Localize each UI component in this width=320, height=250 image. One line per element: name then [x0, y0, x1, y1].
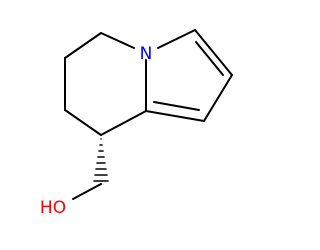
bond-n-c3 — [157, 29, 196, 49]
bond-c3-c2-inner — [195, 41, 224, 76]
hashed-wedge-bond — [93, 138, 109, 182]
bond-c3-c2 — [194, 29, 233, 76]
bond-n-c5 — [100, 32, 135, 49]
bond-c1-c8a-inner — [153, 101, 200, 111]
bond-c5-c6 — [64, 32, 102, 59]
hydroxyl-group-label: HO — [40, 198, 66, 218]
bond-ch2-o — [72, 183, 102, 200]
bond-c1-c8a — [145, 110, 205, 122]
structure-diagram: N HO — [40, 29, 233, 218]
molecule-canvas: N HO — [39, 29, 233, 218]
bond-c7-c8 — [64, 109, 102, 136]
bond-c2-c1 — [203, 74, 233, 122]
bond-c8-c8a — [100, 110, 147, 136]
nitrogen-atom-label: N — [140, 44, 153, 64]
